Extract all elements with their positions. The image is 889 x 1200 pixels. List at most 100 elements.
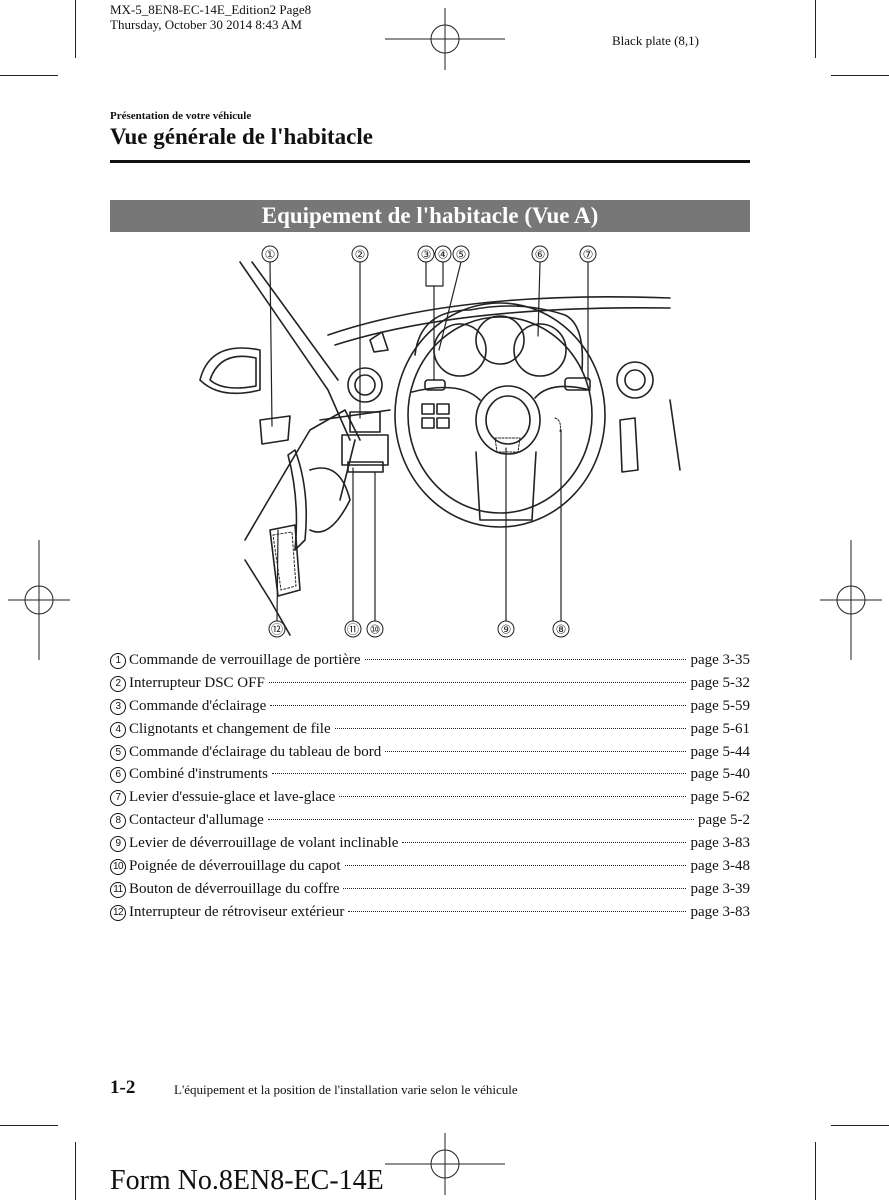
callout-3-label: ③ [421,248,432,262]
section-banner: Equipement de l'habitacle (Vue A) [110,200,750,232]
dot-leader [402,842,687,844]
item-number: 9 [110,836,126,853]
dot-leader [339,796,687,798]
item-page: page 3-48 [690,858,750,875]
callout-labels-bottom: ⑫ ⑪ ⑩ ⑨ ⑧ [268,620,570,638]
item-number: 8 [110,813,126,830]
item-page: page 5-2 [697,812,750,829]
list-item: 12 Interrupteur de rétroviseur extérieur… [110,904,750,927]
crop-mark [75,1142,76,1200]
registration-mark-top [385,8,505,70]
instrument-cluster [414,305,591,391]
dot-leader [271,773,687,775]
title-rule [110,160,750,163]
list-item: 5 Commande d'éclairage du tableau de bor… [110,744,750,767]
registration-mark-left [8,540,70,660]
page-number: 1-2 [110,1077,136,1098]
crop-mark [815,1142,816,1200]
component-list: 1 Commande de verrouillage de portière p… [110,652,750,927]
crop-mark [831,1125,889,1126]
item-label: Clignotants et changement de file [129,720,331,737]
callout-9-label: ⑨ [501,623,512,637]
item-page: page 3-83 [690,835,750,852]
item-page: page 3-35 [690,652,750,668]
callout-4-label: ④ [438,248,449,262]
crop-mark [0,75,58,76]
list-item: 9 Levier de déverrouillage de volant inc… [110,835,750,858]
list-item: 1 Commande de verrouillage de portière p… [110,652,750,675]
dot-leader [348,910,687,912]
crop-mark [0,1125,58,1126]
callout-8-label: ⑧ [556,623,567,637]
list-item: 8 Contacteur d'allumage page 5-2 [110,812,750,835]
dot-leader [267,819,694,821]
callout-labels-top: ① ② ③ ④ ⑤ ⑥ ⑦ [261,245,597,263]
dot-leader [364,659,687,660]
list-item: 2 Interrupteur DSC OFF page 5-32 [110,675,750,698]
item-number: 2 [110,675,126,692]
item-number: 6 [110,767,126,784]
item-number: 4 [110,721,126,738]
crop-mark [815,0,816,58]
callout-11-label: ⑪ [347,623,359,637]
item-label: Interrupteur DSC OFF [129,674,265,691]
callout-5-label: ⑤ [456,248,467,262]
list-item: 4 Clignotants et changement de file page… [110,721,750,744]
item-page: page 5-32 [690,674,750,691]
item-label: Commande d'éclairage du tableau de bord [129,743,382,760]
item-number: 3 [110,698,126,715]
list-item: 7 Levier d'essuie-glace et lave-glace pa… [110,789,750,812]
list-item: 10 Poignée de déverrouillage du capot pa… [110,858,750,881]
door-and-pillar [199,261,361,636]
item-label: Levier d'essuie-glace et lave-glace [129,789,336,806]
item-label: Commande de verrouillage de portière [129,652,361,668]
item-page: page 5-59 [690,697,750,714]
item-label: Bouton de déverrouillage du coffre [129,880,340,897]
item-label: Interrupteur de rétroviseur extérieur [129,903,345,920]
dot-leader [268,681,687,683]
registration-mark-right [820,540,882,660]
callout-7-label: ⑦ [583,248,594,262]
item-label: Poignée de déverrouillage du capot [129,858,341,875]
item-page: page 5-62 [690,789,750,806]
dot-leader [334,727,687,729]
dot-leader [344,865,687,867]
callout-6-label: ⑥ [535,248,546,262]
crop-mark [75,0,76,58]
crop-mark [831,75,889,76]
section-label: Présentation de votre véhicule [110,110,252,122]
item-number: 1 [110,653,126,669]
item-page: page 3-83 [690,903,750,920]
callout-12-label: ⑫ [271,623,283,637]
dot-leader [385,750,687,752]
item-label: Commande d'éclairage [129,697,267,714]
item-number: 11 [110,881,126,898]
steering-wheel [394,302,606,528]
dot-leader [270,704,687,706]
list-item: 11 Bouton de déverrouillage du coffre pa… [110,881,750,904]
footer-note: L'équipement et la position de l'install… [174,1082,518,1097]
item-page: page 5-61 [690,720,750,737]
item-label: Contacteur d'allumage [129,812,264,829]
item-page: page 5-44 [690,743,750,760]
registration-mark-bottom [385,1133,505,1195]
item-page: page 5-40 [690,766,750,783]
black-plate: Black plate (8,1) [612,33,699,48]
item-label: Combiné d'instruments [129,766,268,783]
item-page: page 3-39 [690,880,750,897]
leader-lines [269,261,589,622]
item-number: 12 [110,904,126,921]
form-number: Form No.8EN8-EC-14E [110,1165,384,1196]
page-title: Vue générale de l'habitacle [110,124,373,149]
callout-10-label: ⑩ [370,623,381,637]
callout-2-label: ② [355,248,366,262]
interior-illustration: ① ② ③ ④ ⑤ ⑥ ⑦ ⑫ ⑪ ⑩ ⑨ ⑧ [199,245,681,638]
file-line: MX-5_8EN8-EC-14E_Edition2 Page8 [110,2,312,17]
dot-leader [343,887,687,889]
list-item: 6 Combiné d'instruments page 5-40 [110,766,750,789]
item-number: 7 [110,790,126,807]
date-line: Thursday, October 30 2014 8:43 AM [110,17,302,32]
item-number: 5 [110,744,126,761]
item-label: Levier de déverrouillage de volant incli… [129,835,399,852]
list-item: 3 Commande d'éclairage page 5-59 [110,698,750,721]
